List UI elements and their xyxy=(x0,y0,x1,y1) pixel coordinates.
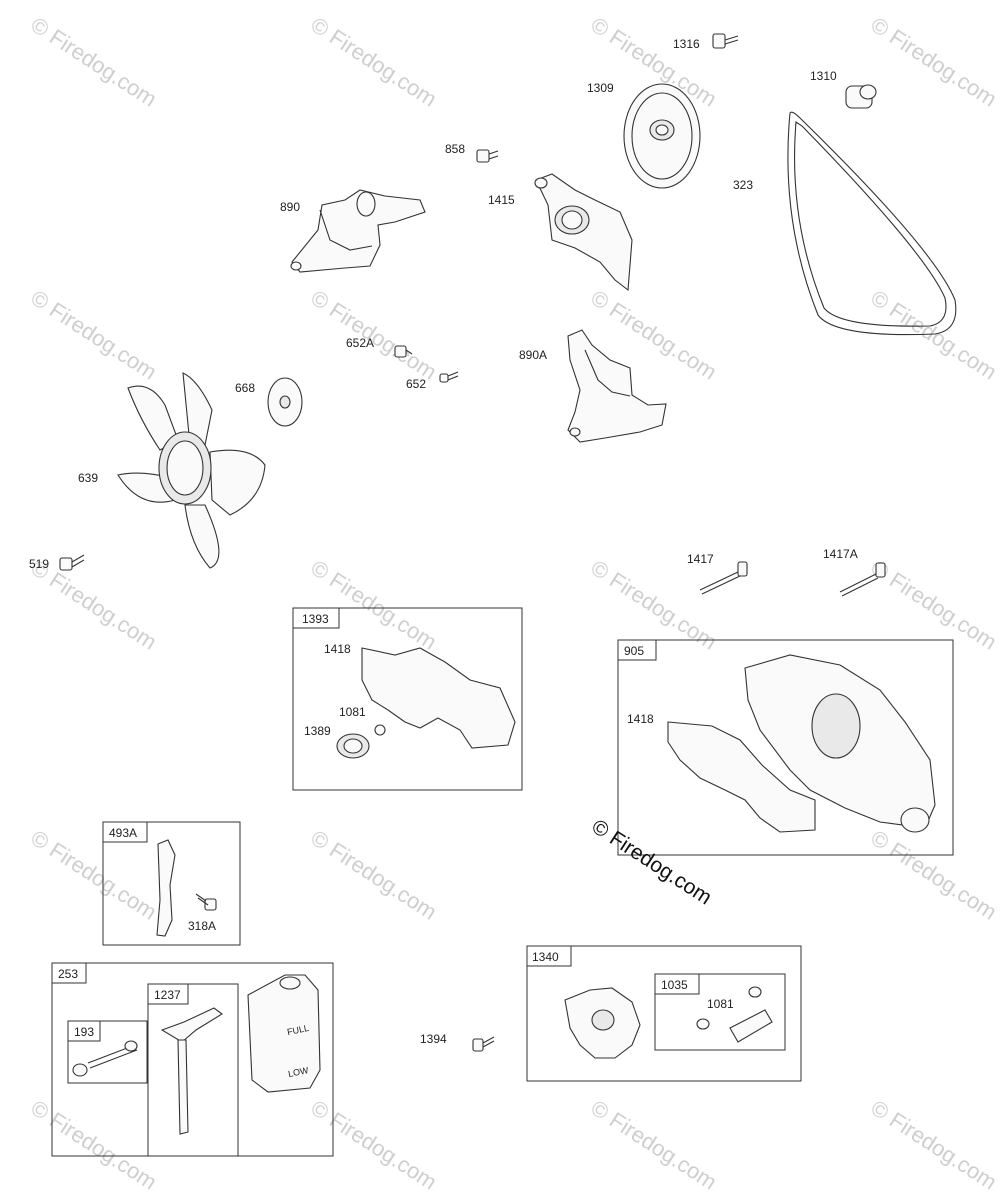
part-label-890: 890 xyxy=(280,200,301,214)
idler-bracket-1415 xyxy=(534,173,633,292)
part-label-1316: 1316 xyxy=(673,37,700,51)
part-label-1418: 1418 xyxy=(627,712,654,726)
part-label-1310: 1310 xyxy=(810,69,837,83)
kit-box-253 xyxy=(51,962,334,1157)
part-label-1418: 1418 xyxy=(324,642,351,656)
kit-label-193: 193 xyxy=(74,1025,95,1039)
part-label-1417: 1417 xyxy=(687,552,714,566)
kit-box-493a xyxy=(102,821,241,946)
part-label-639: 639 xyxy=(78,471,99,485)
hub-668 xyxy=(267,377,303,427)
part-label-890a: 890A xyxy=(519,348,548,362)
kit-label-1393: 1393 xyxy=(302,612,329,626)
part-label-858: 858 xyxy=(445,142,466,156)
part-label-1389: 1389 xyxy=(304,724,331,738)
part-label-1081: 1081 xyxy=(707,997,734,1011)
bolt-1417 xyxy=(699,561,748,595)
part-label-652: 652 xyxy=(406,377,427,391)
belt-323 xyxy=(787,111,957,336)
part-label-652a: 652A xyxy=(346,336,375,350)
kit-box-1340 xyxy=(526,945,802,1082)
kit-label-1035: 1035 xyxy=(661,978,688,992)
bolt-652 xyxy=(439,371,459,383)
part-label-1415: 1415 xyxy=(488,193,515,207)
bolt-652a xyxy=(394,345,413,358)
kit-label-1340: 1340 xyxy=(532,950,559,964)
kit-label-905: 905 xyxy=(624,644,645,658)
part-label-1394: 1394 xyxy=(420,1032,447,1046)
part-label-519: 519 xyxy=(29,557,50,571)
kit-label-493a: 493A xyxy=(109,826,138,840)
part-label-668: 668 xyxy=(235,381,256,395)
part-label-1309: 1309 xyxy=(587,81,614,95)
part-label-1081: 1081 xyxy=(339,705,366,719)
bolt-1417a xyxy=(839,562,886,597)
part-label-1417a: 1417A xyxy=(823,547,858,561)
pulley-1309 xyxy=(623,83,701,189)
part-label-318a: 318A xyxy=(188,919,217,933)
bolt-858 xyxy=(476,149,499,163)
kit-box-905 xyxy=(617,639,954,856)
kit-label-253: 253 xyxy=(58,967,79,981)
kit-label-1237: 1237 xyxy=(154,988,181,1002)
bracket-890a xyxy=(567,329,667,443)
bracket-890 xyxy=(290,189,426,273)
bolt-519 xyxy=(59,554,85,571)
spacer-1310 xyxy=(845,84,877,109)
kit-box-1393 xyxy=(292,607,523,791)
bolt-1316 xyxy=(712,33,739,49)
part-label-323: 323 xyxy=(733,178,754,192)
fan-639 xyxy=(117,372,266,569)
bolt-1394 xyxy=(472,1036,495,1052)
